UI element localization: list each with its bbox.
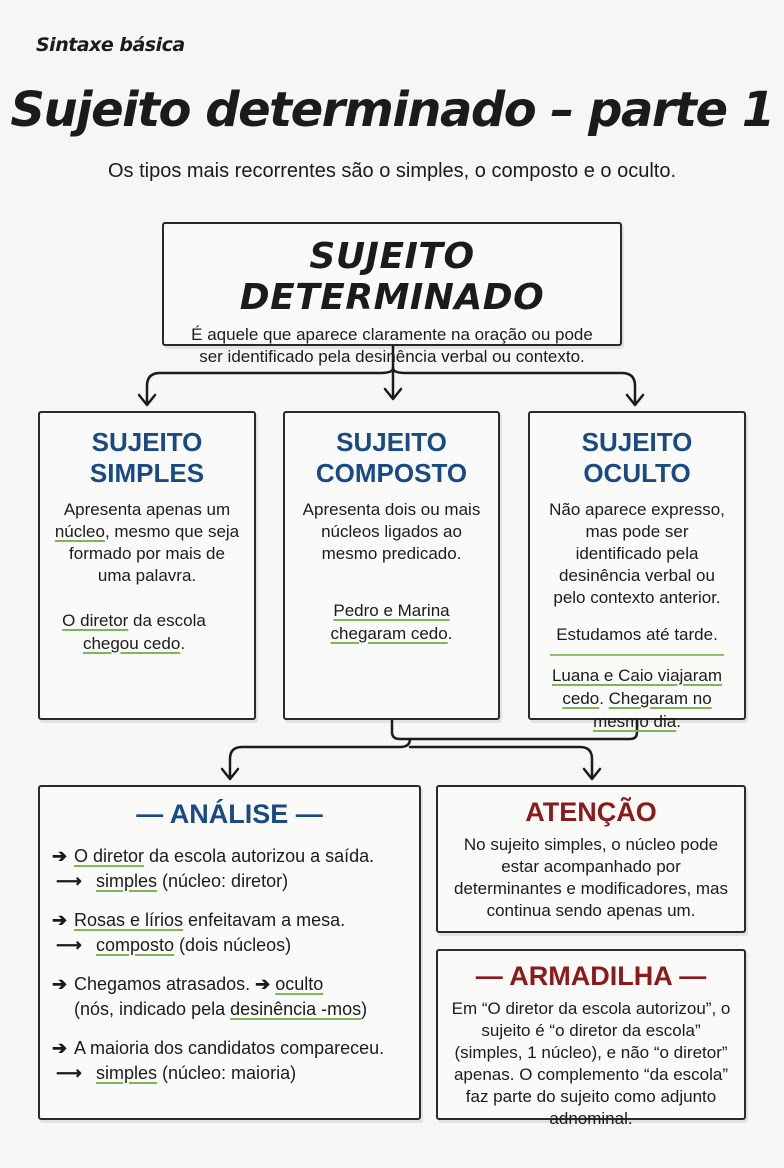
arrowhead-simples [137, 393, 157, 407]
arrow-right-icon: ➔ [52, 846, 68, 866]
card-description: Apresenta apenas um núcleo, mesmo que se… [52, 499, 242, 587]
arrow-right-icon: ➔ [52, 1038, 68, 1058]
arrow-right-icon: ➔ [255, 974, 271, 994]
card-sujeito-simples: SUJEITO SIMPLES Apresenta apenas um núcl… [38, 411, 256, 720]
card-sujeito-oculto: SUJEITO OCULTO Não aparece expresso, mas… [528, 411, 746, 731]
example-keyword: no [688, 689, 712, 708]
analise-text: Chegamos atrasados. [74, 974, 251, 994]
connector-to-simples [145, 366, 395, 406]
main-concept-title: SUJEITO DETERMINADO [239, 236, 545, 318]
analise-item: ➔O diretor da escola autorizou a saída. … [52, 844, 419, 894]
card-sujeito-composto: SUJEITO COMPOSTO Apresenta dois ou mais … [283, 411, 500, 720]
atencao-box: ATENÇÃO No sujeito simples, o núcleo pod… [436, 785, 746, 933]
card-example: Pedro e Marina chegaram cedo. [293, 599, 490, 645]
arrowhead-oculto [625, 393, 645, 407]
analise-text: enfeitavam a mesa. [183, 910, 346, 930]
card-title-line: SIMPLES [89, 458, 205, 488]
analise-item: ➔ Rosas e lírios enfeitavam a mesa. ⟶ comp… [52, 908, 419, 958]
card-example: Luana e Caio viajaram cedo. Chegaram no … [538, 664, 736, 733]
arrow-right-icon: ➔ [52, 910, 68, 930]
card-example: Estudamos até tarde. [556, 625, 718, 644]
long-arrow-icon: ⟶ [56, 871, 82, 891]
example-text: . [599, 689, 609, 708]
page-subtitle: Os tipos mais recorrentes são o simples,… [107, 160, 677, 182]
connector-to-atencao [408, 745, 594, 780]
example-keyword: O diretor [62, 611, 129, 630]
arrowhead-atencao [582, 767, 602, 781]
arrowhead-composto [383, 387, 403, 401]
armadilha-title: — ARMADILHA — [475, 961, 707, 991]
card-title-line: COMPOSTO [315, 458, 468, 488]
analise-result-keyword: composto [96, 935, 175, 955]
analise-keyword: O diretor [74, 846, 145, 866]
analise-item: ➔ A maioria dos candidatos compareceu. ⟶ s… [52, 1036, 419, 1086]
armadilha-text: Em “O diretor da escola autorizou”, o su… [451, 999, 731, 1128]
desc-keyword: núcleo [54, 522, 105, 541]
card-example: O diretor da escola chegou cedo. [48, 609, 220, 655]
analise-keyword: Rosas e lírios [74, 910, 184, 930]
atencao-title: ATENÇÃO [525, 797, 657, 827]
connector-to-analise [228, 737, 412, 780]
armadilha-box: — ARMADILHA — Em “O diretor da escola au… [436, 949, 746, 1128]
example-text: . [180, 634, 186, 653]
example-keyword: chegaram cedo [330, 624, 448, 643]
analise-text: (nós, indicado pela [74, 999, 231, 1019]
card-description: Não aparece expresso, mas pode ser ident… [549, 500, 725, 607]
card-title-line: SUJEITO [336, 427, 447, 457]
connector-cards-bottom [390, 718, 639, 741]
arrow-right-icon: ➔ [52, 974, 68, 994]
section-tag: Sintaxe básica [36, 34, 185, 56]
example-text: . [676, 712, 681, 731]
long-arrow-icon: ⟶ [56, 935, 82, 955]
example-keyword: Pedro e Marina [333, 601, 450, 620]
example-keyword: cedo [562, 689, 600, 708]
desc-text: , mesmo que seja formado por mais de uma… [69, 522, 240, 585]
example-keyword: Luana e Caio viajaram [551, 666, 723, 685]
example-keyword: mesmo dia [593, 712, 677, 731]
card-title-line: SUJEITO [91, 427, 203, 457]
desc-text: Apresenta apenas um [63, 500, 231, 519]
analise-text: ) [361, 999, 368, 1019]
connector-to-oculto [391, 366, 637, 406]
example-keyword: Chegaram [608, 689, 689, 708]
analise-result-text: (dois núcleos) [174, 935, 292, 955]
analise-keyword: desinência -mos [230, 999, 362, 1019]
analise-text: da escola autorizou a saída. [144, 846, 375, 866]
analise-result-text: (núcleo: maioria) [157, 1063, 297, 1083]
card-description: Apresenta dois ou mais núcleos ligados a… [302, 500, 481, 563]
card-title: SUJEITO SIMPLES [40, 427, 254, 489]
analise-result-keyword: simples [96, 1063, 158, 1083]
analise-result-keyword: simples [96, 871, 158, 891]
example-text: da escola [128, 611, 206, 630]
card-title: SUJEITO OCULTO [530, 427, 744, 489]
analise-keyword: oculto [275, 974, 324, 994]
example-keyword: chegou cedo [82, 634, 181, 653]
long-arrow-icon: ⟶ [56, 1063, 82, 1083]
divider [550, 654, 724, 656]
analise-result-text: (núcleo: diretor) [157, 871, 289, 891]
card-title-line: OCULTO [583, 458, 691, 488]
analise-item: ➔Chegamos atrasados. ➔ oculto (nós, indi… [52, 972, 419, 1022]
analise-box: — ANÁLISE — ➔ O diretor da escola autoriz… [38, 785, 421, 1120]
arrowhead-analise [220, 767, 240, 781]
example-text: . [447, 624, 453, 643]
page-title: Sujeito determinado – parte 1 [10, 82, 775, 138]
main-concept-box: SUJEITO DETERMINADO É aquele que aparece… [162, 222, 622, 366]
main-concept-description: É aquele que aparece claramente na oraçã… [191, 325, 593, 366]
card-title-line: SUJEITO [581, 427, 693, 457]
analise-title: — ANÁLISE — [136, 799, 323, 829]
card-title: SUJEITO COMPOSTO [285, 427, 498, 489]
analise-text: A maioria dos candidatos compareceu. [74, 1038, 385, 1058]
atencao-text: No sujeito simples, o núcleo pode estar … [453, 835, 729, 920]
